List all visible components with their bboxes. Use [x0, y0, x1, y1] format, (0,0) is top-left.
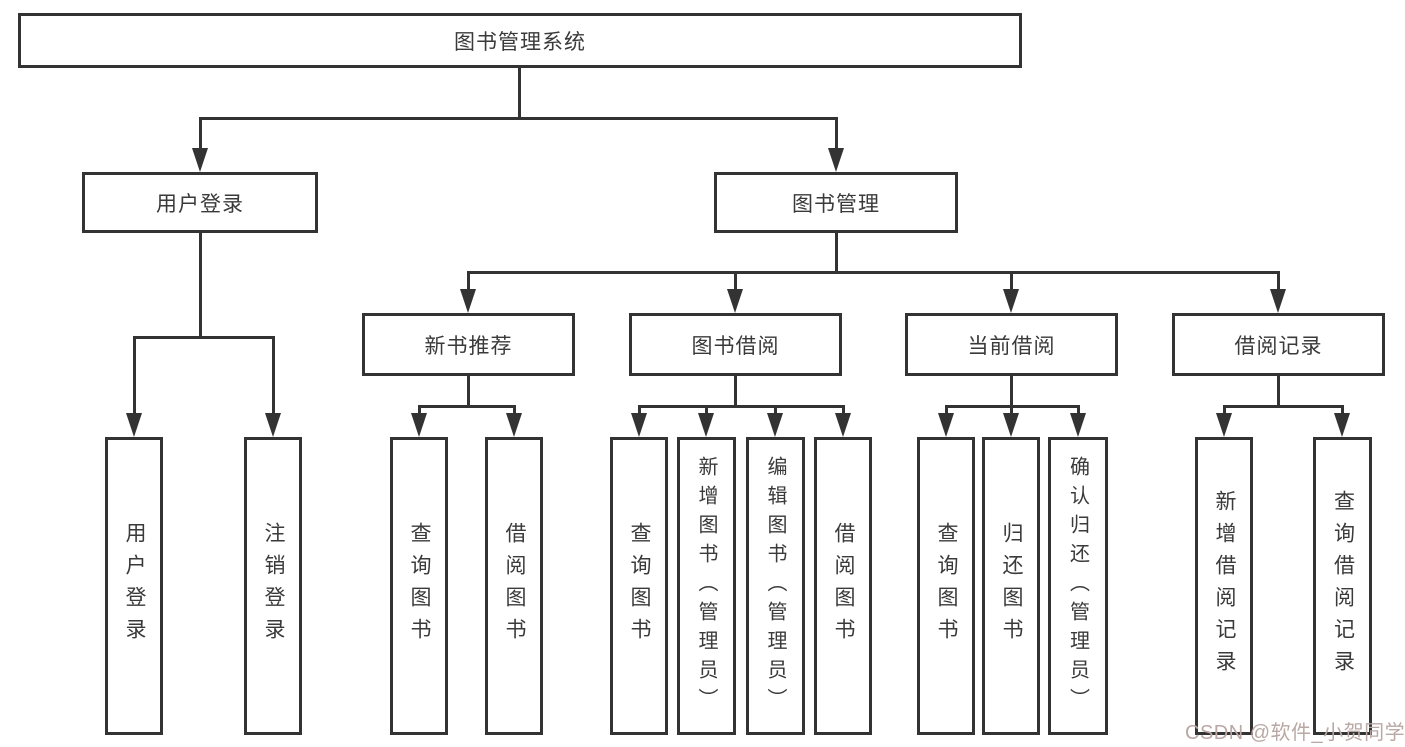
edge-to-cb-confirm: [1076, 405, 1080, 415]
node-user-login: 用户登录: [82, 172, 318, 233]
edge-to-bb-query: [637, 405, 641, 415]
edge-bb-branch: [637, 405, 845, 408]
leaf-nbr-borrow-books: 借阅图书: [485, 437, 543, 735]
leaf-nbr-query-books: 查询图书: [390, 437, 448, 735]
arrowhead-bb-borrow: [835, 413, 851, 437]
leaf-bb-query-books: 查询图书: [610, 437, 668, 735]
arrowhead-bb-edit: [767, 413, 783, 437]
watermark-text: CSDN @软件_小贺同学: [1185, 722, 1405, 744]
leaf-br-add-record: 新增借阅记录: [1195, 437, 1253, 735]
arrowhead-borrowing-records: [1270, 289, 1286, 313]
arrowhead-nbr-query: [411, 413, 427, 437]
edge-to-current-borrowing: [1009, 271, 1013, 291]
edge-nbr-trunk: [467, 376, 470, 405]
edge-to-user-login: [198, 117, 202, 150]
edge-root-trunk: [517, 68, 521, 117]
edge-to-cb-return: [1009, 405, 1013, 415]
edge-br-trunk: [1277, 376, 1280, 405]
edge-to-leaf-logout: [271, 336, 275, 415]
arrowhead-new-book-recommend: [460, 289, 476, 313]
edge-bb-trunk: [734, 376, 737, 405]
leaf-cb-confirm-return-admin: 确认归还（管理员）: [1048, 437, 1108, 735]
arrowhead-user-login: [192, 148, 208, 172]
arrowhead-current-borrowing: [1003, 289, 1019, 313]
arrowhead-nbr-borrow: [506, 413, 522, 437]
arrowhead-br-query: [1334, 413, 1350, 437]
node-new-book-recommend: 新书推荐: [362, 313, 575, 376]
edge-root-branch: [198, 117, 838, 120]
edge-book-management-trunk: [834, 233, 838, 271]
arrowhead-leaf-logout: [265, 413, 281, 437]
edge-to-book-borrowing: [733, 271, 737, 291]
leaf-bb-edit-books-admin: 编辑图书（管理员）: [746, 437, 805, 735]
edge-to-book-management: [834, 117, 838, 150]
edge-to-nbr-borrow: [512, 405, 516, 415]
node-book-borrowing: 图书借阅: [629, 313, 842, 376]
leaf-logout-login: 注销登录: [244, 437, 302, 735]
edge-to-bb-add: [704, 405, 708, 415]
edge-user-login-branch: [132, 336, 275, 339]
edge-to-leaf-user-login: [132, 336, 136, 415]
arrowhead-bb-add: [698, 413, 714, 437]
arrowhead-br-add: [1216, 413, 1232, 437]
node-book-management: 图书管理: [714, 172, 958, 233]
edge-to-nbr-query: [417, 405, 421, 415]
leaf-br-query-record: 查询借阅记录: [1313, 437, 1372, 735]
edge-to-borrowing-records: [1276, 271, 1280, 291]
leaf-bb-add-books-admin: 新增图书（管理员）: [677, 437, 736, 735]
leaf-cb-return-books: 归还图书: [982, 437, 1040, 735]
edge-to-bb-edit: [773, 405, 777, 415]
edge-nbr-branch: [417, 405, 516, 408]
arrowhead-book-management: [828, 148, 844, 172]
edge-to-new-book-recommend: [466, 271, 470, 291]
leaf-bb-borrow-books: 借阅图书: [814, 437, 872, 735]
edge-book-management-branch: [466, 271, 1280, 274]
arrowhead-cb-query: [938, 413, 954, 437]
edge-cb-trunk: [1010, 376, 1013, 405]
edge-to-br-add: [1222, 405, 1226, 415]
edge-to-bb-borrow: [841, 405, 845, 415]
arrowhead-book-borrowing: [727, 289, 743, 313]
edge-br-branch: [1222, 405, 1344, 408]
arrowhead-leaf-user-login: [126, 413, 142, 437]
edge-user-login-trunk: [198, 233, 202, 336]
arrowhead-cb-return: [1003, 413, 1019, 437]
arrowhead-cb-confirm: [1070, 413, 1086, 437]
node-current-borrowing: 当前借阅: [905, 313, 1118, 376]
edge-to-br-query: [1340, 405, 1344, 415]
node-borrowing-records: 借阅记录: [1172, 313, 1385, 376]
leaf-cb-query-books: 查询图书: [917, 437, 975, 735]
edge-to-cb-query: [944, 405, 948, 415]
arrowhead-bb-query: [631, 413, 647, 437]
leaf-user-login: 用户登录: [105, 437, 163, 735]
node-library-management-system: 图书管理系统: [18, 13, 1022, 68]
